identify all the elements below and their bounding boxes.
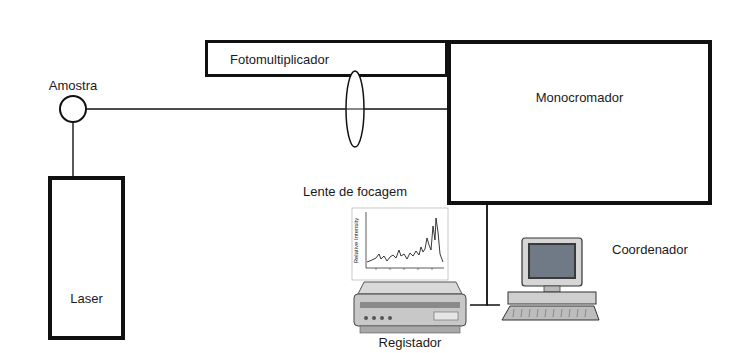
node-label: Laser: [70, 291, 103, 306]
printer-icon-outline: [350, 280, 470, 334]
node-label: Coordenador: [612, 242, 688, 257]
detector-box: Fotomultiplicador: [205, 40, 448, 77]
focusing-lens-outline: [345, 70, 365, 148]
connector-line: [470, 205, 487, 305]
node-label: Registador: [379, 335, 442, 350]
node-label: Monocromador: [536, 90, 623, 105]
node-label: Lente de focagem: [303, 184, 407, 199]
spectrum-printout: [352, 208, 448, 280]
computer-icon-outline: [500, 236, 600, 322]
connector-line: [365, 108, 447, 109]
node-label: Amostra: [49, 78, 97, 93]
node-label: Fotomultiplicador: [230, 51, 329, 66]
laser-box: Laser: [48, 176, 125, 340]
focusing-lens: Lente de focagem: [345, 70, 365, 148]
monochromator-box: Monocromador: [447, 40, 712, 205]
connector-line: [72, 123, 73, 176]
printer-icon: Registador: [350, 280, 470, 334]
sample-circle-outline: [59, 95, 87, 123]
axis-label: Relative Intensity: [353, 217, 360, 263]
sample-circle: Amostra: [59, 95, 87, 123]
computer-icon: Coordenador: [500, 236, 600, 322]
connector-line: [487, 205, 500, 305]
connector-line: [87, 108, 345, 109]
